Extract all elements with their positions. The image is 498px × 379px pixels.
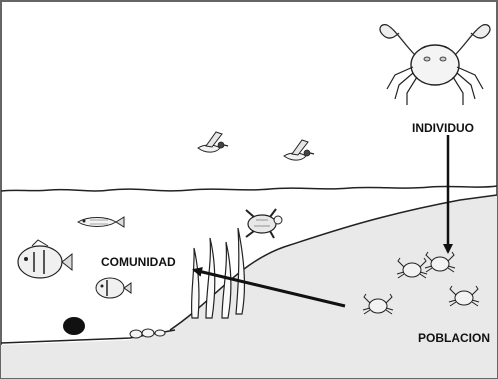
label-poblacion: POBLACION xyxy=(418,331,490,345)
rock-icon xyxy=(63,317,85,335)
label-individuo: INDIVIDUO xyxy=(412,121,474,135)
label-comunidad: COMUNIDAD xyxy=(101,255,176,269)
